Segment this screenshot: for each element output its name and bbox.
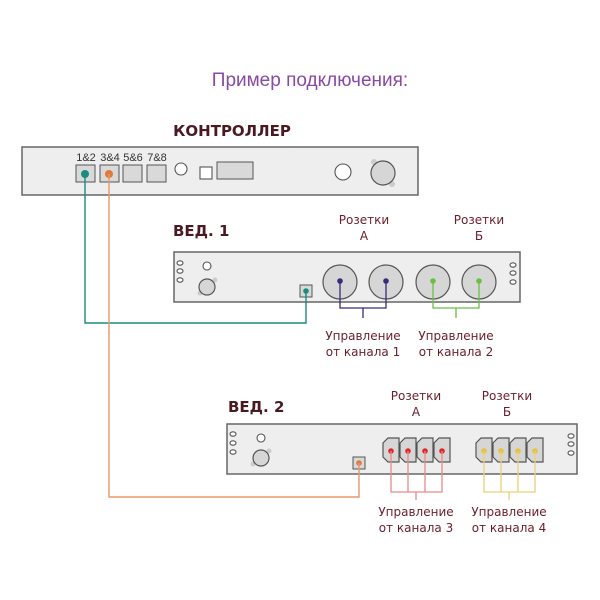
slave2-channel-3-wires — [390, 451, 443, 500]
mount-hole — [567, 441, 575, 447]
slave2-control-b-line2: от канала 4 — [472, 521, 546, 535]
slave1-control-a-line1: Управление — [325, 329, 400, 343]
slave1-title: ВЕД. 1 — [173, 222, 229, 240]
slave1-group-b-letter: Б — [475, 229, 483, 243]
slave2-group-b-label: Розетки — [482, 389, 532, 403]
indicator-led — [202, 261, 212, 271]
xlr-pin — [212, 277, 218, 283]
xlr-connector[interactable] — [252, 449, 270, 467]
power-switch[interactable] — [199, 166, 213, 180]
slave2-control-a-line1: Управление — [378, 505, 453, 519]
port-label-7-8: 7&8 — [147, 152, 167, 164]
slave2-group-b-letter: Б — [503, 405, 511, 419]
slave1-group-b-label: Розетки — [454, 213, 504, 227]
cable-controller-to-slave1 — [84, 174, 307, 324]
mount-hole — [509, 270, 517, 276]
slave2-channel-4-wires — [483, 451, 536, 500]
controller-title: КОНТРОЛЛЕР — [173, 122, 291, 140]
slave1-control-b-line2: от канала 2 — [419, 345, 493, 359]
mount-hole — [176, 277, 184, 283]
indicator-led — [256, 433, 266, 443]
xlr-pin — [266, 448, 272, 454]
port-label-3-4: 3&4 — [100, 152, 120, 164]
slave1-channel-1-wires — [339, 281, 387, 318]
slave2-panel — [226, 423, 578, 475]
xlr-connector[interactable] — [198, 278, 216, 296]
mount-hole — [176, 260, 184, 266]
slave2-iec-sockets — [382, 437, 544, 463]
mount-hole — [567, 450, 575, 456]
port-7-8[interactable] — [146, 164, 167, 183]
controller-panel: 1&2 3&4 5&6 7&8 — [21, 146, 419, 196]
slave1-channel-2-wires — [432, 281, 480, 318]
slave1-panel — [173, 251, 521, 303]
slave2-group-a-letter: А — [412, 405, 421, 419]
slave2-group-a-label: Розетки — [391, 389, 441, 403]
slave2-title: ВЕД. 2 — [228, 398, 284, 416]
mount-hole — [176, 268, 184, 274]
controller-button[interactable] — [334, 163, 352, 181]
mount-hole — [509, 262, 517, 268]
mount-hole — [229, 440, 237, 446]
xlr-connector[interactable] — [370, 160, 396, 186]
display-window — [216, 161, 254, 180]
mount-hole — [567, 433, 575, 439]
mount-hole — [509, 279, 517, 285]
slave2-control-a-line2: от канала 3 — [379, 521, 453, 535]
port-label-1-2: 1&2 — [76, 152, 96, 164]
slave1-control-a-line2: от канала 1 — [326, 345, 400, 359]
diagram-title: Пример подключения: — [212, 70, 408, 91]
slave2-control-b-line1: Управление — [471, 505, 546, 519]
port-5-6[interactable] — [122, 164, 143, 183]
slave1-group-a-label: Розетки — [339, 213, 389, 227]
port-label-5-6: 5&6 — [123, 152, 143, 164]
indicator-led — [174, 162, 188, 176]
mount-hole — [229, 431, 237, 437]
slave1-control-b-line1: Управление — [418, 329, 493, 343]
cable-controller-to-slave2 — [108, 174, 360, 498]
mount-hole — [229, 449, 237, 455]
slave1-group-a-letter: А — [360, 229, 369, 243]
